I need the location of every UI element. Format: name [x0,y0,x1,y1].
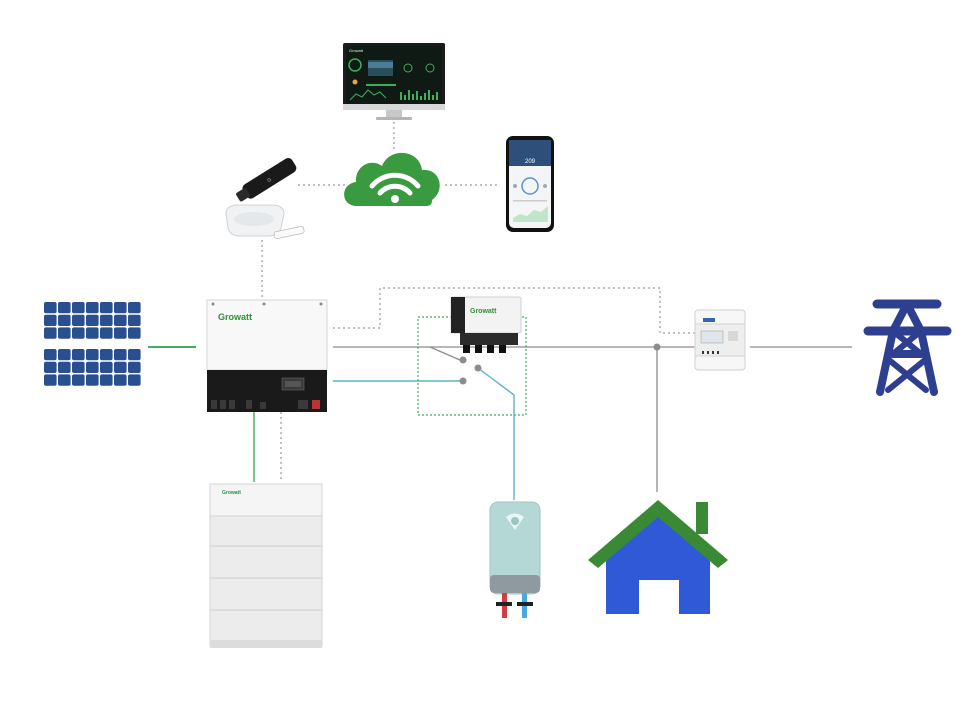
house-icon [588,500,728,614]
solar-cell [114,374,127,386]
diverter-node-1 [459,356,467,364]
solar-cell [58,349,71,361]
smartphone-icon: 209 [506,136,554,232]
solar-cell [44,327,57,339]
solar-cell [100,302,113,314]
solar-panel-icon [44,302,141,386]
solar-cell [100,327,113,339]
solar-cell [128,302,141,314]
router-icon [225,204,305,240]
smart-meter-icon [694,309,746,371]
solar-cell [86,314,99,326]
solar-cell [58,327,71,339]
solar-cell [114,314,127,326]
solar-cell [114,302,127,314]
bus-to-diverter-line [429,346,461,361]
solar-cell [86,361,99,373]
solar-cell [86,327,99,339]
battery-brand-label: Growatt [222,490,241,496]
inverter-brand-label: Growatt [218,312,252,322]
diverter-brand-label: Growatt [470,308,497,315]
solar-cell [128,361,141,373]
solar-cell [58,314,71,326]
water-heater-icon [489,501,541,618]
solar-cell [72,302,85,314]
diverter-to-heater-line [477,367,515,500]
grid-pylon-icon [863,299,952,396]
solar-cell [44,349,57,361]
solar-cell [86,349,99,361]
phone-value: 209 [525,159,536,165]
solar-cell [100,314,113,326]
solar-cell [72,314,85,326]
monitor-icon: Growatt [343,43,445,120]
power-diverter-icon: Growatt [450,296,522,353]
svg-text:G: G [266,177,273,184]
cloud-wifi-icon [344,152,440,206]
wifi-dongle-icon: G [236,158,297,202]
inverter-icon: Growatt [206,299,328,412]
solar-cell [128,314,141,326]
battery-icon: Growatt [209,483,323,648]
house-junction-dot [653,343,661,351]
solar-cell [128,374,141,386]
solar-cell [44,302,57,314]
monitor-brand-label: Growatt [349,48,364,53]
solar-cell [86,302,99,314]
solar-cell [100,349,113,361]
solar-cell [44,374,57,386]
solar-cell [44,314,57,326]
diverter-node-3 [459,377,467,385]
solar-cell [114,361,127,373]
solar-cell [72,374,85,386]
solar-cell [44,361,57,373]
solar-cell [58,374,71,386]
solar-cell [72,327,85,339]
solar-cell [100,361,113,373]
solar-cell [114,349,127,361]
diverter-node-2 [474,364,482,372]
solar-cell [72,361,85,373]
solar-cell [100,374,113,386]
solar-cell [128,327,141,339]
solar-cell [58,361,71,373]
solar-cell [72,349,85,361]
solar-cell [58,302,71,314]
solar-cell [114,327,127,339]
solar-cell [86,374,99,386]
inverter-to-meter-comm-line [333,287,695,334]
solar-cell [128,349,141,361]
